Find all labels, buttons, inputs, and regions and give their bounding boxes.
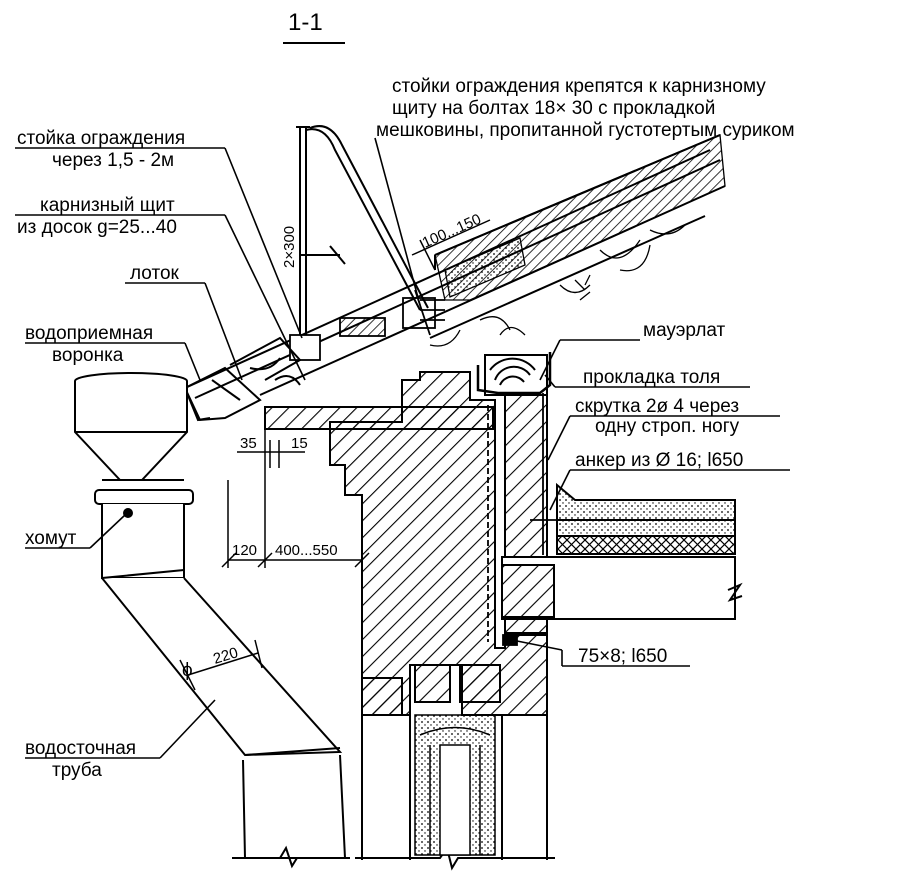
- callout-water-inlet-1: водоприемная: [25, 323, 153, 344]
- section-title: 1-1: [288, 9, 323, 36]
- dim-d4: 400...550: [275, 542, 338, 559]
- callout-downpipe-1: водосточная: [25, 738, 136, 759]
- dim-post-height: 2×300: [281, 226, 298, 268]
- anchor: [487, 393, 560, 646]
- callout-wall-plate: мауэрлат: [643, 320, 726, 341]
- railing-post: [296, 125, 429, 335]
- dim-d2: 15: [291, 435, 308, 452]
- callout-railing-post-1: стойка ограждения: [17, 128, 185, 149]
- callout-railing-post-2: через 1,5 - 2м: [52, 150, 174, 171]
- dim-pipe-diameter: 220: [211, 644, 240, 668]
- dim-d1: 35: [240, 435, 257, 452]
- wall-plate: [476, 352, 552, 396]
- dim-d3: 120: [232, 542, 257, 559]
- roof-covering: [434, 134, 726, 301]
- railing-bolts: [289, 289, 445, 361]
- callout-eaves-board-1: карнизный щит: [40, 195, 175, 216]
- callout-gutter: лоток: [130, 263, 180, 284]
- floor-structure: [501, 482, 743, 620]
- window-lintel: [414, 714, 496, 856]
- dim-pipe-diameter-symbol: ϕ: [182, 660, 193, 681]
- callout-anchor: анкер из Ø 16; l650: [575, 450, 743, 471]
- note-line-3: мешковины, пропитанной густотертым сурик…: [376, 120, 795, 141]
- callout-tar-paper: прокладка толя: [583, 367, 720, 388]
- callout-wire-twist-1: скрутка 2ø 4 через: [575, 396, 739, 417]
- cornice-slab: [264, 406, 494, 430]
- callout-eaves-board-2: из досок g=25...40: [17, 217, 177, 238]
- note-line-2: щиту на болтах 18× 30 с прокладкой: [392, 98, 715, 119]
- wall-below: [355, 715, 555, 871]
- callout-water-inlet-2: воронка: [52, 345, 124, 366]
- callout-wire-twist-2: одну строп. ногу: [595, 416, 740, 437]
- callout-angle: 75×8; l650: [578, 646, 667, 667]
- callout-downpipe-2: труба: [52, 760, 102, 781]
- dimension-lines: [179, 219, 491, 691]
- rafter-grain: [429, 224, 686, 347]
- callout-clamp: хомут: [25, 528, 77, 549]
- leader-lines: [15, 137, 790, 759]
- note-line-1: стойки ограждения крепятся к карнизному: [392, 76, 766, 97]
- downpipe: [74, 372, 350, 869]
